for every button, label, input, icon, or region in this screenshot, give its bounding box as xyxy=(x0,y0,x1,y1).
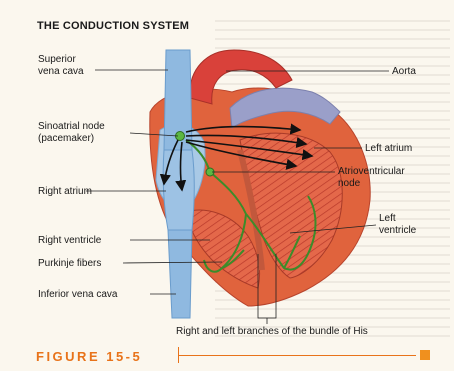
inferior-vena-cava xyxy=(168,230,192,318)
label-sinoatrial-node: Sinoatrial node (pacemaker) xyxy=(38,121,105,145)
label-aorta: Aorta xyxy=(392,66,416,78)
label-right-atrium: Right atrium xyxy=(38,186,92,198)
figure-rule xyxy=(178,355,416,356)
label-atrioventricular-node: Atrioventricular node xyxy=(338,166,405,190)
label-superior-vena-cava: Superior vena cava xyxy=(38,54,84,78)
label-purkinje-fibers: Purkinje fibers xyxy=(38,258,101,270)
label-inferior-vena-cava: Inferior vena cava xyxy=(38,289,118,301)
figure-marker-square xyxy=(420,350,430,360)
vena-cava-trunk xyxy=(163,150,194,230)
label-left-ventricle: Left ventricle xyxy=(379,213,416,237)
figure-number: FIGURE 15-5 xyxy=(36,349,142,364)
label-left-atrium: Left atrium xyxy=(365,143,412,155)
label-bundle-of-his: Right and left branches of the bundle of… xyxy=(176,326,368,338)
label-right-ventricle: Right ventricle xyxy=(38,235,101,247)
